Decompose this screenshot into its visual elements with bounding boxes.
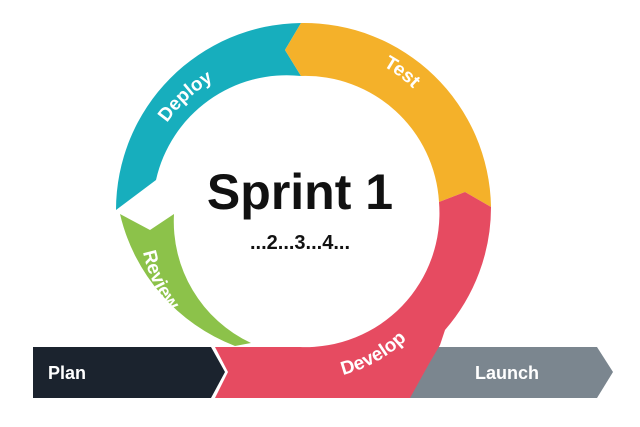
test-segment [285, 22, 491, 207]
review-segment [120, 214, 251, 346]
develop-segment [215, 192, 492, 398]
plan-label: Plan [48, 363, 86, 383]
deploy-segment [116, 23, 301, 210]
launch-arrow [372, 347, 613, 398]
diagram-subtitle: ...2...3...4... [250, 232, 350, 254]
diagram-title: Sprint 1 [207, 164, 393, 220]
launch-label: Launch [475, 363, 539, 383]
plan-arrow [33, 347, 225, 398]
